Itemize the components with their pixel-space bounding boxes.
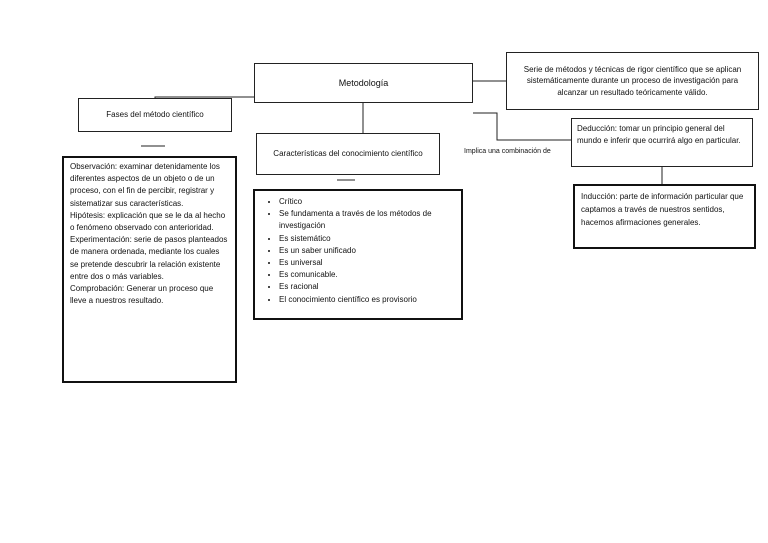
phases-list-node: Observación: examinar detenidamente los … — [62, 156, 237, 383]
characteristic-item: Crítico — [279, 196, 455, 208]
characteristic-item: Se fundamenta a través de los métodos de… — [279, 208, 455, 232]
root-node-metodologia: Metodología — [254, 63, 473, 103]
characteristics-title: Características del conocimiento científ… — [273, 149, 423, 159]
combination-label: Implica una combinación de — [464, 148, 551, 155]
phase-item-observacion: Observación: examinar detenidamente los … — [70, 162, 220, 208]
characteristics-list: Crítico Se fundamenta a través de los mé… — [259, 196, 455, 306]
characteristic-item: Es racional — [279, 281, 455, 293]
induction-node: Inducción: parte de información particul… — [573, 184, 756, 249]
characteristics-title-node: Características del conocimiento científ… — [256, 133, 440, 175]
root-node-label: Metodología — [338, 78, 389, 88]
characteristic-item: Es comunicable. — [279, 269, 455, 281]
phase-item-hipotesis: Hipótesis: explicación que se le da al h… — [70, 210, 226, 233]
definition-text: Serie de métodos y técnicas de rigor cie… — [523, 64, 742, 97]
characteristics-list-node: Crítico Se fundamenta a través de los mé… — [253, 189, 463, 320]
connector-root-combination — [473, 112, 575, 141]
deduction-node: Deducción: tomar un principio general de… — [571, 118, 753, 167]
phases-title: Fases del método científico — [106, 110, 204, 120]
characteristic-item: Es sistemático — [279, 233, 455, 245]
characteristic-item: Es un saber unificado — [279, 245, 455, 257]
characteristic-item: El conocimiento científico es provisorio — [279, 294, 455, 306]
phase-item-comprobacion: Comprobación: Generar un proceso que lle… — [70, 284, 214, 306]
phase-item-experimentacion: Experimentación: serie de pasos plantead… — [70, 235, 228, 281]
characteristic-item: Es universal — [279, 257, 455, 269]
definition-node: Serie de métodos y técnicas de rigor cie… — [506, 52, 759, 110]
deduction-text: Deducción: tomar un principio general de… — [577, 124, 741, 145]
induction-text: Inducción: parte de información particul… — [581, 192, 744, 227]
phases-title-node: Fases del método científico — [78, 98, 232, 132]
